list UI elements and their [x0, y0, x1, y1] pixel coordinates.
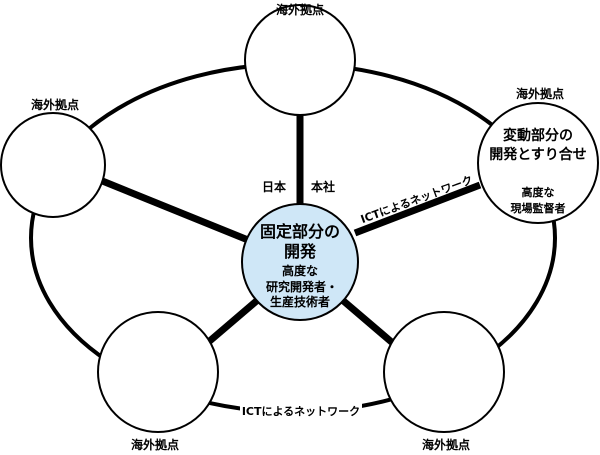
right-title-1: 変動部分の: [503, 127, 573, 144]
center-sub-1: 高度な: [282, 263, 318, 278]
network-label-ring: ICTによるネットワーク: [242, 405, 360, 418]
overseas-node-bottom-right: [383, 311, 505, 433]
spoke-bottom-right: [337, 295, 398, 348]
center-title-1: 固定部分の: [260, 222, 340, 241]
center-title-2: 開発: [284, 242, 317, 261]
overseas-label-bottom-left: 海外拠点: [131, 437, 179, 452]
overseas-label-right: 海外拠点: [516, 86, 564, 101]
spoke-left: [93, 174, 250, 244]
overseas-node-top: [244, 4, 356, 116]
overseas-label-top: 海外拠点: [276, 2, 324, 17]
overseas-label-bottom-right: 海外拠点: [422, 437, 470, 452]
overseas-node-bottom-left: [97, 311, 219, 433]
overseas-node-left: [0, 112, 106, 218]
center-sub-3: 生産技術者: [270, 294, 330, 309]
center-sub-2: 研究開発者・: [266, 279, 338, 294]
spoke-bottom-left: [202, 295, 263, 348]
overseas-label-left: 海外拠点: [31, 97, 79, 112]
network-label-spoke: ICTによるネットワーク: [359, 173, 475, 226]
hq-node-center: [241, 203, 359, 321]
right-sub-2: 現場監督者: [511, 201, 566, 215]
spoke-right: [353, 181, 482, 237]
right-sub-1: 高度な: [522, 185, 555, 199]
hq-label-japan: 日本: [262, 179, 286, 194]
spokes: [93, 105, 482, 348]
network-label-bg: [240, 402, 362, 418]
right-title-2: 開発とすり合せ: [489, 146, 587, 163]
hq-label-headoffice: 本社: [311, 179, 335, 194]
overseas-node-right: [477, 102, 599, 224]
